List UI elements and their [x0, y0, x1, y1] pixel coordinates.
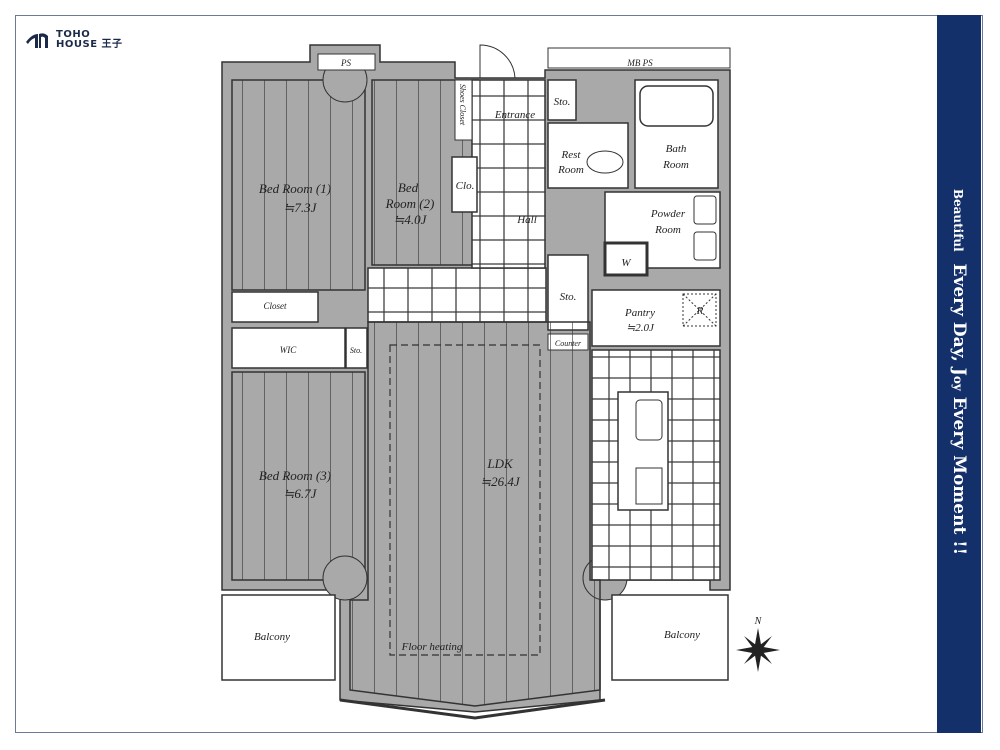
- pantry-size: ≒2.0J: [626, 322, 655, 334]
- storage-entrance: [547, 79, 577, 121]
- mbps-shaft: [547, 47, 731, 69]
- powder-room-label-2: Room: [654, 224, 681, 236]
- kitchen-sink-icon: [635, 399, 663, 441]
- refrigerator-label: R: [696, 305, 704, 317]
- bedroom-2-size: ≒4.0J: [394, 212, 428, 227]
- corridor: [367, 267, 547, 323]
- storage-small: [345, 327, 368, 369]
- mbps-label: MB PS: [626, 58, 653, 68]
- floor-heating-label: Floor heating: [401, 641, 463, 653]
- rest-room-label-1: Rest: [561, 149, 582, 161]
- washer-space: [603, 241, 649, 277]
- pantry: [591, 289, 721, 347]
- bedroom-3-floor: [231, 371, 366, 581]
- ldk-floor: [349, 321, 601, 707]
- logo: TOHO HOUSE 王子: [24, 30, 123, 50]
- bedroom-3-size: ≒6.7J: [284, 486, 318, 501]
- floor-heating-area: [389, 344, 541, 656]
- stove-icon: [635, 467, 663, 505]
- storage-label: Sto.: [554, 96, 571, 108]
- entrance-label: Entrance: [494, 109, 535, 121]
- column: [322, 555, 368, 601]
- toilet-icon: [586, 150, 624, 174]
- balcony-left-label: Balcony: [254, 631, 290, 643]
- hall-entrance: [471, 79, 546, 269]
- bath-room-label-1: Bath: [666, 143, 687, 155]
- washer-label: W: [621, 257, 631, 269]
- bathtub-icon: [639, 85, 714, 127]
- clo: [451, 156, 478, 213]
- wic: [231, 327, 346, 369]
- sink-icon: [693, 195, 717, 225]
- ps-shaft: [317, 53, 376, 71]
- compass-north-label: N: [754, 616, 763, 627]
- sink-icon: [693, 231, 717, 261]
- balcony-right: [611, 594, 729, 681]
- powder-room-label-1: Powder: [650, 208, 686, 220]
- bath-room-label-2: Room: [662, 159, 689, 171]
- bedroom-1-label: Bed Room (1): [259, 181, 331, 196]
- wic-label: WIC: [280, 345, 297, 355]
- closet: [231, 291, 319, 323]
- rest-room-label-2: Room: [557, 164, 584, 176]
- closet-label: Closet: [263, 301, 287, 311]
- logo-line1: TOHO: [56, 29, 91, 40]
- storage-small-label: Sto.: [350, 346, 362, 355]
- shoes-closet: [454, 79, 473, 141]
- balcony-right-label: Balcony: [664, 629, 700, 641]
- bedroom-2-label-2: Room (2): [385, 196, 435, 211]
- balcony-left: [221, 594, 336, 681]
- ldk-label: LDK: [486, 456, 514, 471]
- storage-hall: [547, 254, 589, 331]
- shoes-closet-label: Shoes Closet: [458, 84, 467, 126]
- bedroom-2-label-1: Bed: [398, 180, 419, 195]
- window-wall: [339, 698, 606, 720]
- bedroom-1-size: ≒7.3J: [284, 200, 318, 215]
- ps-label: PS: [340, 58, 351, 68]
- clo-label: Clo.: [456, 180, 475, 192]
- logo-line2: HOUSE 王子: [56, 39, 123, 50]
- bedroom-1-floor: [231, 79, 366, 291]
- compass-icon: [736, 628, 780, 672]
- ldk-size: ≒26.4J: [480, 474, 521, 489]
- counter-label: Counter: [555, 339, 582, 348]
- refrigerator-space: [682, 293, 717, 327]
- logo-mark-icon: [26, 33, 48, 48]
- storage-hall-label: Sto.: [560, 291, 577, 303]
- entrance-door: [479, 44, 516, 79]
- page-frame: [15, 15, 983, 733]
- bedroom-3-label: Bed Room (3): [259, 468, 331, 483]
- hall-label: Hall: [516, 214, 537, 226]
- tagline-band: [937, 15, 981, 733]
- pantry-label: Pantry: [624, 307, 655, 319]
